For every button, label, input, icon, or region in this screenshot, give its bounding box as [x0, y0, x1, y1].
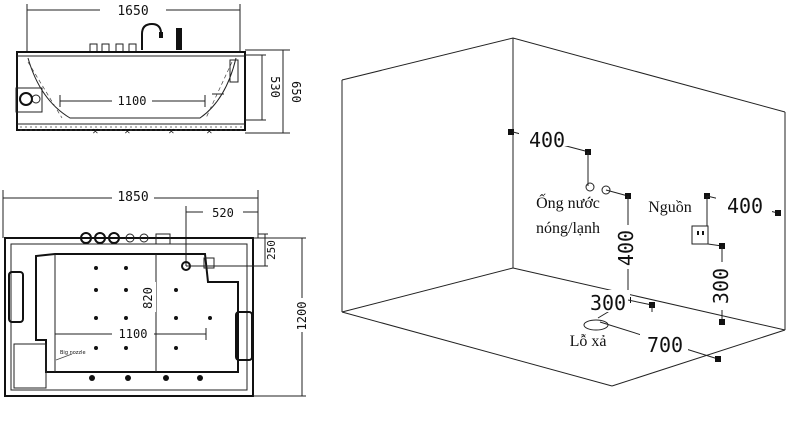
svg-text:✕: ✕: [124, 127, 131, 136]
pipe-label-line2: nóng/lạnh: [536, 220, 600, 237]
right-headrest: [235, 311, 253, 361]
cold-pipe-icon: [601, 185, 611, 195]
room-view: 400 400 Ống nước nóng/lạnh Nguồn 400 300: [341, 37, 786, 387]
left-headrest: [8, 271, 24, 323]
top-faucet-icon: [155, 233, 171, 245]
pipe-top-dim: 400: [529, 128, 565, 152]
svg-text:✕: ✕: [206, 127, 213, 136]
power-label: Nguồn: [648, 199, 692, 216]
top-faucet-depth-dim: 250: [265, 240, 278, 260]
side-inner-dim: 1100: [118, 94, 147, 108]
side-view: 1650 ✕ ✕ ✕ ✕ 1100: [15, 3, 303, 136]
drain-distance-dim: 700: [647, 333, 683, 357]
power-vertical-dim: 300: [709, 268, 733, 304]
drain-hole-icon: [583, 319, 609, 331]
svg-text:✕: ✕: [92, 127, 99, 136]
side-width-dim: 1650: [117, 4, 148, 19]
socket-icon: [691, 225, 709, 245]
pipe-vertical-dim: 400: [614, 230, 638, 266]
svg-text:✕: ✕: [168, 127, 175, 136]
top-view: 1850 520: [2, 190, 310, 397]
top-inner-length-dim: 1100: [119, 327, 148, 341]
jets: [89, 266, 212, 381]
side-height-inner-dim: 530: [268, 76, 282, 98]
pipe-label-line1: Ống nước: [536, 193, 600, 212]
top-depth-dim: 1200: [295, 302, 309, 331]
hot-pipe-icon: [585, 182, 595, 192]
faucet-icon: [141, 22, 162, 50]
big-nozzle-note: Big nozzle: [60, 350, 86, 356]
top-inner-depth-dim: 820: [141, 287, 155, 309]
top-width-dim: 1850: [117, 190, 148, 205]
drain-offset-dim: 300: [590, 291, 626, 315]
top-faucet-offset-dim: 520: [212, 206, 234, 220]
side-height-total-dim: 650: [289, 81, 303, 103]
pump-icon: [15, 87, 43, 113]
power-top-dim: 400: [727, 194, 763, 218]
drain-label: Lỗ xả: [570, 333, 607, 350]
